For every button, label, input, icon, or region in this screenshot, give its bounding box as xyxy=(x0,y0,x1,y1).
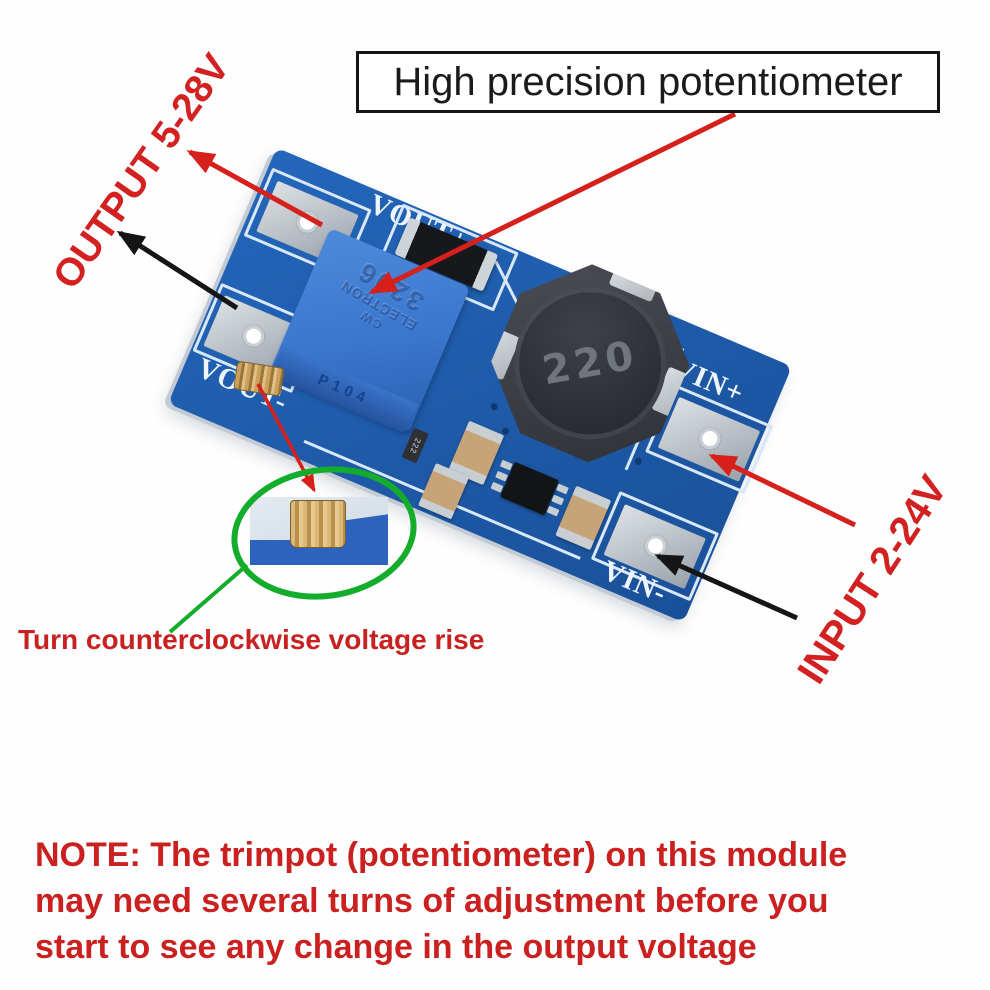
via xyxy=(633,456,643,466)
smd-resistor: 222 xyxy=(401,427,429,464)
bottom-note: NOTE: The trimpot (potentiometer) on thi… xyxy=(35,832,847,970)
ic-pin xyxy=(490,481,504,493)
bottom-note-line: may need several turns of adjustment bef… xyxy=(35,882,829,920)
bottom-note-line: NOTE: The trimpot (potentiometer) on thi… xyxy=(35,836,848,874)
turn-direction-note: Turn counterclockwise voltage rise xyxy=(18,624,485,655)
boost-converter-ic xyxy=(490,459,569,517)
title-callout-text: High precision potentiometer xyxy=(393,59,903,104)
trimpot-side-marking: P104 xyxy=(315,371,373,409)
screw-inset-photo xyxy=(250,497,388,565)
bottom-note-line: start to see any change in the output vo… xyxy=(35,928,757,966)
resistor-marking: 222 xyxy=(407,436,423,455)
ic-pin xyxy=(495,470,509,482)
inductor-marking: 220 xyxy=(539,332,642,395)
title-callout-box: High precision potentiometer xyxy=(356,51,940,113)
inductor-core: 220 xyxy=(491,264,690,463)
via xyxy=(489,402,499,412)
input-voltage-label: INPUT 2-24V xyxy=(789,468,956,692)
inset-brass-screw xyxy=(290,500,346,548)
ic-pin xyxy=(551,494,565,506)
ic-pin xyxy=(555,483,569,495)
ic-pin xyxy=(546,505,560,517)
ic-pin xyxy=(499,459,513,471)
